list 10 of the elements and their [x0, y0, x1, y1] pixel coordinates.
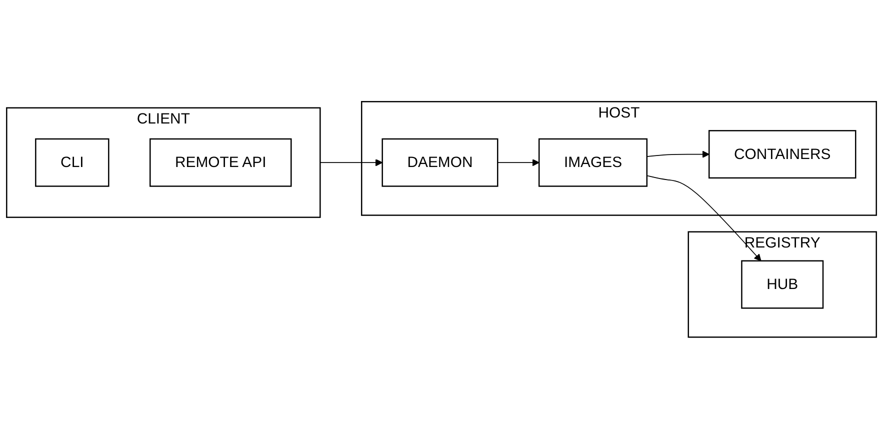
- node-box: CONTAINERS: [708, 130, 856, 178]
- node-box: HUB: [741, 260, 824, 308]
- arrow: [646, 150, 710, 158]
- arrow: [497, 158, 540, 166]
- arrow: [320, 158, 383, 166]
- arrow: [646, 174, 762, 261]
- node-box: DAEMON: [382, 138, 498, 186]
- node-box: CLI: [35, 138, 110, 186]
- node-box: IMAGES: [538, 138, 648, 186]
- node-box: REMOTE API: [150, 138, 292, 186]
